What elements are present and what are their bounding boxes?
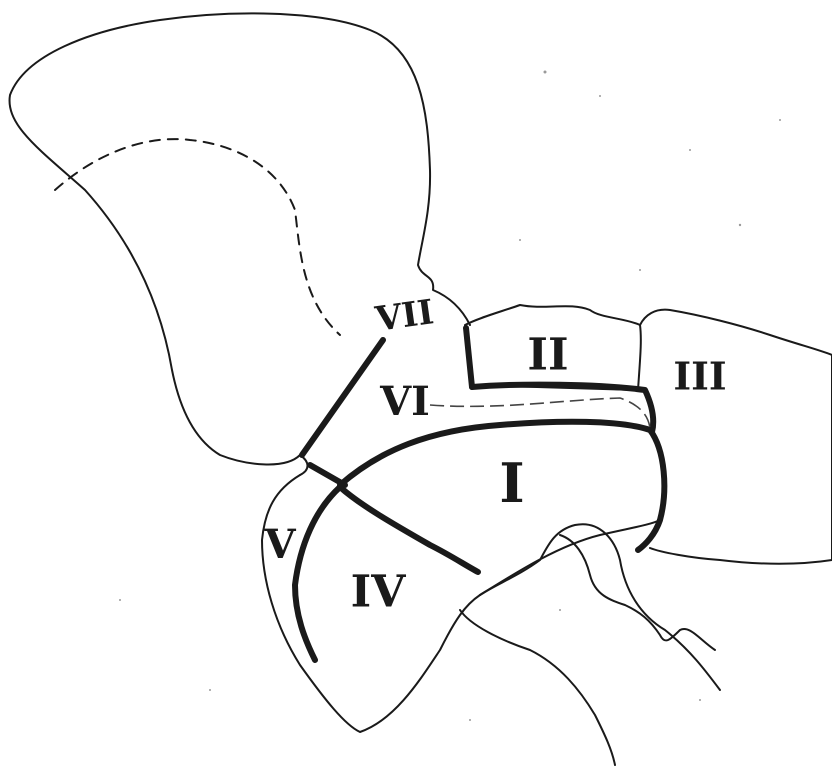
zone-1-label: I bbox=[499, 451, 524, 515]
ramus-outline bbox=[480, 524, 720, 690]
boundary-cross bbox=[310, 465, 345, 485]
zone-7-label: VII bbox=[372, 292, 436, 340]
zone-2-label: II bbox=[527, 330, 568, 381]
zone-6-label: VI bbox=[379, 378, 430, 425]
iliac-dashed-line bbox=[55, 139, 340, 335]
boundary-ii-left bbox=[466, 328, 472, 387]
zone-4-label: IV bbox=[351, 567, 407, 618]
ischium-lower-outline bbox=[460, 610, 615, 765]
boundary-v-iv bbox=[295, 487, 340, 660]
zone-5-label: V bbox=[263, 521, 296, 568]
boundary-i-iv bbox=[340, 487, 478, 572]
boundary-vi-vii bbox=[302, 340, 383, 455]
acetabulum-lower-outline bbox=[480, 520, 660, 595]
zone-3-label: III bbox=[673, 354, 726, 399]
inferior-spine-notch bbox=[300, 455, 308, 475]
zone-3-outline bbox=[640, 310, 832, 564]
